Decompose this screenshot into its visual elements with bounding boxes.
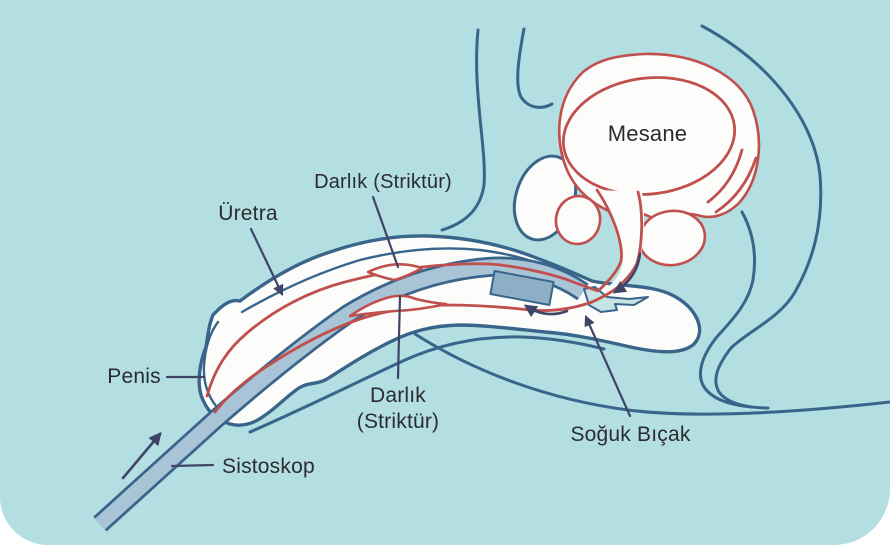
abdomen-inner-contour-line <box>516 27 554 109</box>
label-penis: Penis <box>107 365 161 388</box>
penile-skin-line <box>248 335 606 434</box>
urethra-lower-lining <box>213 190 644 414</box>
label-bladder: Mesane <box>607 121 688 146</box>
label-cystoscope: Sistoskop <box>222 455 315 478</box>
bladder-inner-wall <box>561 76 737 196</box>
cystoscope-working-element <box>489 270 555 306</box>
label-urethra: Üretra <box>218 202 278 225</box>
leader-cystoscope <box>170 463 215 468</box>
stricture-lower-fold <box>348 294 448 318</box>
cold-knife-blade <box>583 286 649 313</box>
glans-fold-line <box>202 320 220 408</box>
bladder-fold-gap <box>708 150 756 212</box>
cutting-motion-arrow <box>523 304 569 318</box>
bladder-neck-flow-arrow <box>612 252 642 294</box>
back-contour-line <box>700 24 823 410</box>
leader-cold-knife-arrow <box>584 314 632 418</box>
abdomen-contour-line <box>440 28 486 232</box>
perineum-contour-line <box>699 210 756 409</box>
stricture-upper-fold <box>366 263 424 282</box>
bladder-fold-line-inner <box>706 148 744 204</box>
label-stricture-bottom-line2: (Striktür) <box>356 410 440 434</box>
bladder-fold-line-outer <box>714 156 758 214</box>
leader-urethra-arrow <box>249 227 284 296</box>
label-stricture-bottom-line1: Darlık <box>369 384 427 407</box>
insertion-direction-arrow <box>121 432 162 480</box>
leader-stricture-top <box>371 195 400 269</box>
prostate-left-lobe <box>554 194 602 246</box>
label-stricture-top: Darlık (Striktür) <box>314 171 452 193</box>
leader-stricture-bottom <box>396 294 402 380</box>
urethra-upper-lining <box>205 188 623 398</box>
label-stricture-bottom: Darlık (Striktür) <box>318 383 478 436</box>
label-cold-knife: Soğuk Bıçak <box>570 423 691 446</box>
